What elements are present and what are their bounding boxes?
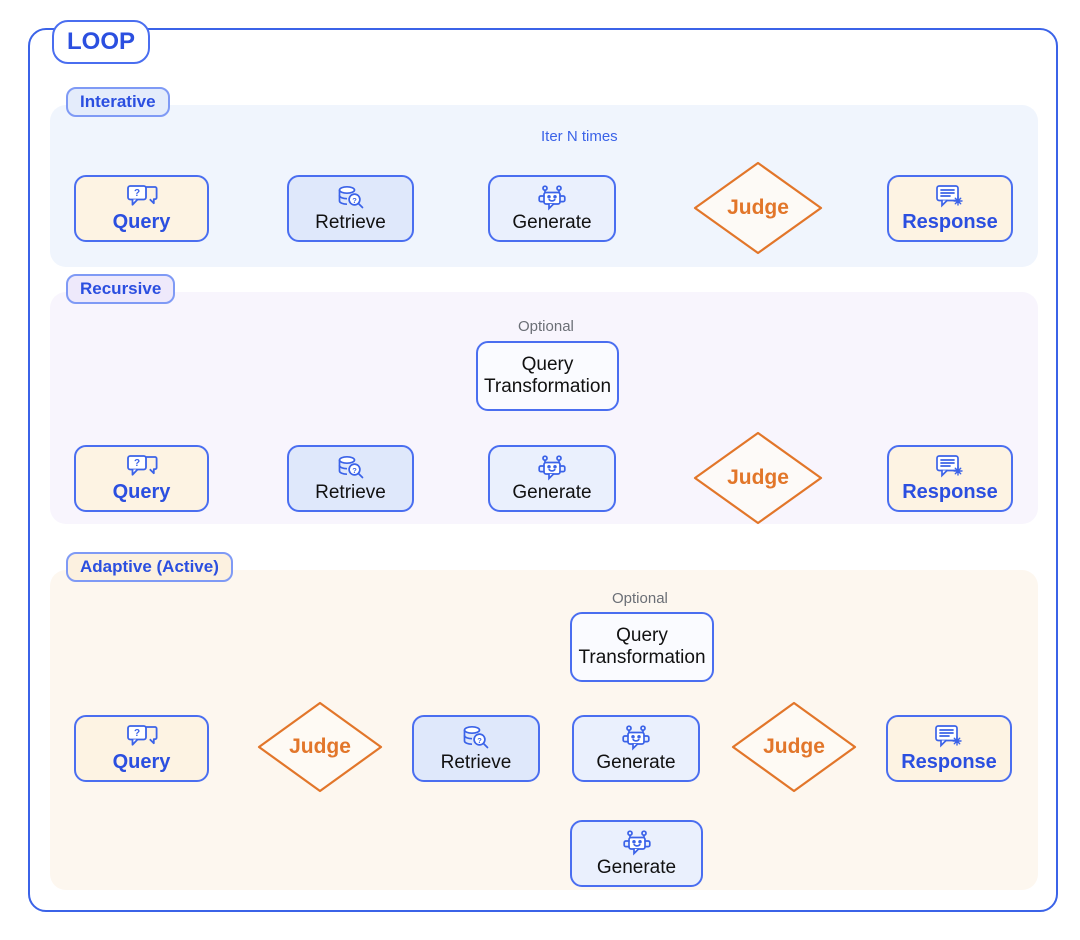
robot-icon [536, 184, 568, 211]
database-search-icon: ? [461, 725, 491, 751]
message-sparkle-icon [934, 454, 966, 480]
node-label: Judge [727, 196, 789, 219]
optional-label-recursive: Optional [518, 318, 574, 335]
node-label: Retrieve [315, 211, 386, 233]
node-label: Query [112, 751, 171, 773]
node-label: Retrieve [315, 481, 386, 503]
node-judge-recursive[interactable]: Judge [692, 430, 824, 526]
node-label-line2: Transformation [578, 647, 706, 668]
panel-adaptive [50, 570, 1038, 890]
node-judge-interative[interactable]: Judge [692, 160, 824, 256]
diamond-shape [257, 701, 383, 793]
svg-text:?: ? [477, 736, 482, 745]
diamond-shape [731, 701, 857, 793]
node-label: Query [112, 481, 171, 503]
node-response-adaptive[interactable]: Response [886, 715, 1012, 782]
svg-text:?: ? [133, 728, 139, 739]
database-search-icon: ? [336, 455, 366, 481]
node-judge-1-adaptive[interactable]: Judge [256, 700, 384, 794]
svg-text:?: ? [133, 458, 139, 469]
panel-badge-recursive: Recursive [66, 274, 176, 304]
node-judge-2-adaptive[interactable]: Judge [730, 700, 858, 794]
node-retrieve-adaptive[interactable]: ? Retrieve [412, 715, 540, 782]
robot-icon [536, 454, 568, 481]
node-label-line1: Query [521, 354, 574, 376]
node-response-interative[interactable]: Response [887, 175, 1013, 242]
node-retrieve-recursive[interactable]: ? Retrieve [287, 445, 414, 512]
robot-icon [620, 724, 652, 751]
node-generate-interative[interactable]: Generate [488, 175, 616, 242]
node-response-recursive[interactable]: Response [887, 445, 1013, 512]
database-search-icon: ? [336, 185, 366, 211]
node-label: Generate [596, 856, 677, 878]
question-chat-icon: ? [125, 184, 159, 210]
node-label: Generate [596, 751, 676, 773]
node-query-recursive[interactable]: ? Query [74, 445, 209, 512]
loop-frame [28, 28, 1058, 912]
node-label: Generate [512, 481, 592, 503]
node-query-interative[interactable]: ? Query [74, 175, 209, 242]
panel-badge-interative: Interative [66, 87, 170, 117]
node-retrieve-interative[interactable]: ? Retrieve [287, 175, 414, 242]
loop-badge: LOOP [52, 20, 150, 64]
node-label: Response [901, 751, 997, 773]
optional-label-adaptive: Optional [612, 590, 668, 607]
node-label: Query [112, 211, 171, 233]
node-label-line1: Query [616, 625, 668, 647]
svg-text:?: ? [352, 196, 357, 205]
message-sparkle-icon [933, 724, 965, 750]
message-sparkle-icon [934, 184, 966, 210]
node-query-transformation-adaptive[interactable]: Query Transformation [570, 612, 714, 682]
node-generate-bypass-adaptive[interactable]: Generate [570, 820, 703, 887]
node-label: Response [902, 481, 998, 503]
node-label: Retrieve [440, 751, 512, 773]
node-label: Judge [763, 735, 825, 758]
diamond-shape [693, 431, 823, 525]
node-generate-recursive[interactable]: Generate [488, 445, 616, 512]
node-query-transformation-recursive[interactable]: Query Transformation [476, 341, 619, 411]
robot-icon [621, 829, 653, 856]
node-label: Response [902, 211, 998, 233]
node-query-adaptive[interactable]: ? Query [74, 715, 209, 782]
node-label-line2: Transformation [483, 376, 612, 397]
svg-text:?: ? [133, 188, 139, 199]
question-chat-icon: ? [125, 454, 159, 480]
edge-label-iter-n-times: Iter N times [541, 128, 618, 145]
svg-text:?: ? [352, 466, 357, 475]
node-label: Judge [289, 735, 351, 758]
node-label: Generate [512, 211, 592, 233]
question-chat-icon: ? [125, 724, 159, 750]
node-generate-adaptive[interactable]: Generate [572, 715, 700, 782]
diamond-shape [693, 161, 823, 255]
panel-badge-adaptive: Adaptive (Active) [66, 552, 233, 582]
node-label: Judge [727, 466, 789, 489]
